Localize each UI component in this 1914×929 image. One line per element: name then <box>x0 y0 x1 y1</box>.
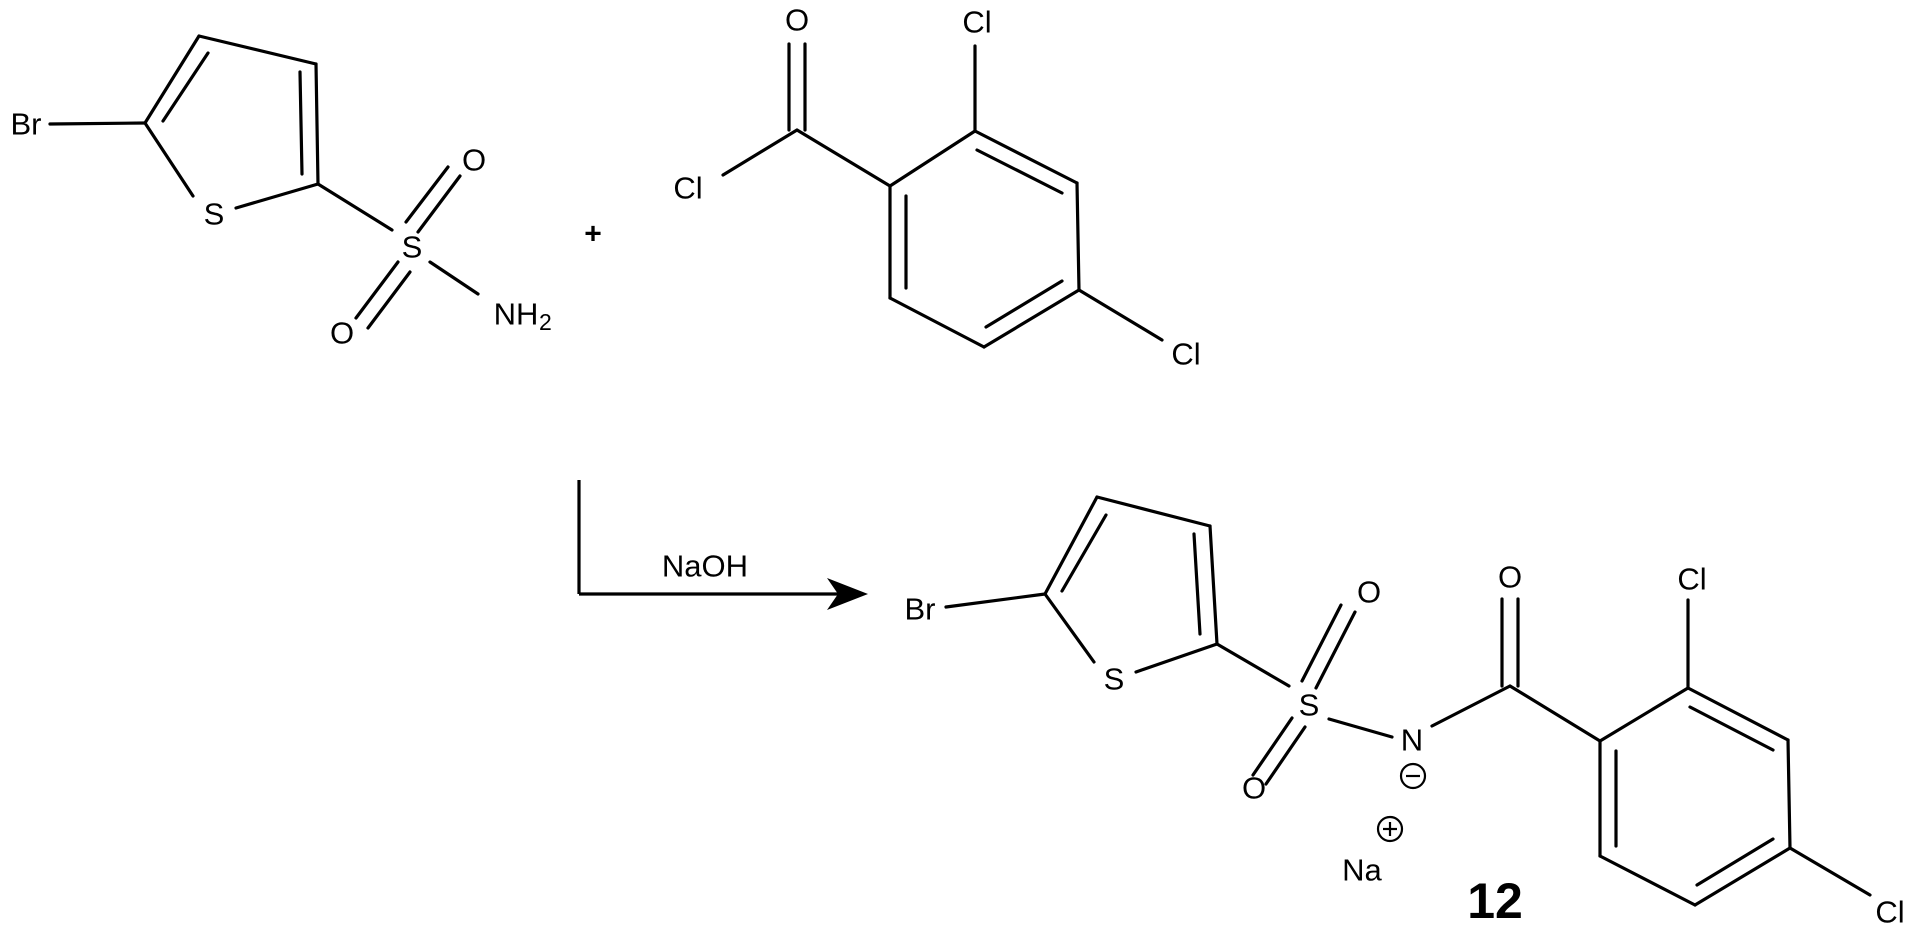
atom-o-bottom: O <box>330 316 354 351</box>
reactant-2-acyl-chloride: O Cl Cl Cl <box>673 3 1200 372</box>
reaction-arrow: NaOH <box>577 480 868 610</box>
compound-number: 12 <box>1467 873 1523 929</box>
atom-nh2-subscript: 2 <box>539 309 552 335</box>
arrow-head <box>827 578 868 610</box>
atom-o-bottom: O <box>1242 771 1266 806</box>
atom-n: N <box>1401 723 1423 758</box>
atom-o-top: O <box>462 143 486 178</box>
reagent-label: NaOH <box>662 549 748 584</box>
atom-o-carbonyl: O <box>1498 560 1522 595</box>
atom-s-ring: S <box>204 197 225 232</box>
atom-nh2: NH 2 <box>494 297 552 336</box>
atom-o-carbonyl: O <box>785 3 809 38</box>
atom-s-ring: S <box>1104 662 1125 697</box>
atom-o-top: O <box>1357 575 1381 610</box>
reactant-1-sulfonamide: Br S S O O NH 2 <box>11 34 552 351</box>
negative-charge-icon <box>1399 762 1427 790</box>
reactant-1-bonds <box>48 34 480 330</box>
atom-cl-ortho: Cl <box>1677 562 1706 597</box>
atom-br: Br <box>11 107 42 142</box>
plus-sign: + <box>584 218 602 251</box>
atom-cl-para: Cl <box>1171 337 1200 372</box>
atom-br: Br <box>905 592 936 627</box>
atom-s-sulfonyl: S <box>1299 688 1320 723</box>
atom-nh: NH <box>494 297 539 332</box>
atom-s-sulfonyl: S <box>402 230 423 265</box>
product-12: Br S S O O N O Cl Cl Na 12 <box>905 495 1905 929</box>
reactant-2-bonds <box>721 42 1164 349</box>
atom-na: Na <box>1342 853 1382 888</box>
atom-cl-para: Cl <box>1875 895 1904 929</box>
atom-cl-acyl: Cl <box>673 171 702 206</box>
atom-cl-ortho: Cl <box>962 5 991 40</box>
product-bonds <box>944 495 1872 907</box>
positive-charge-icon <box>1376 815 1404 843</box>
